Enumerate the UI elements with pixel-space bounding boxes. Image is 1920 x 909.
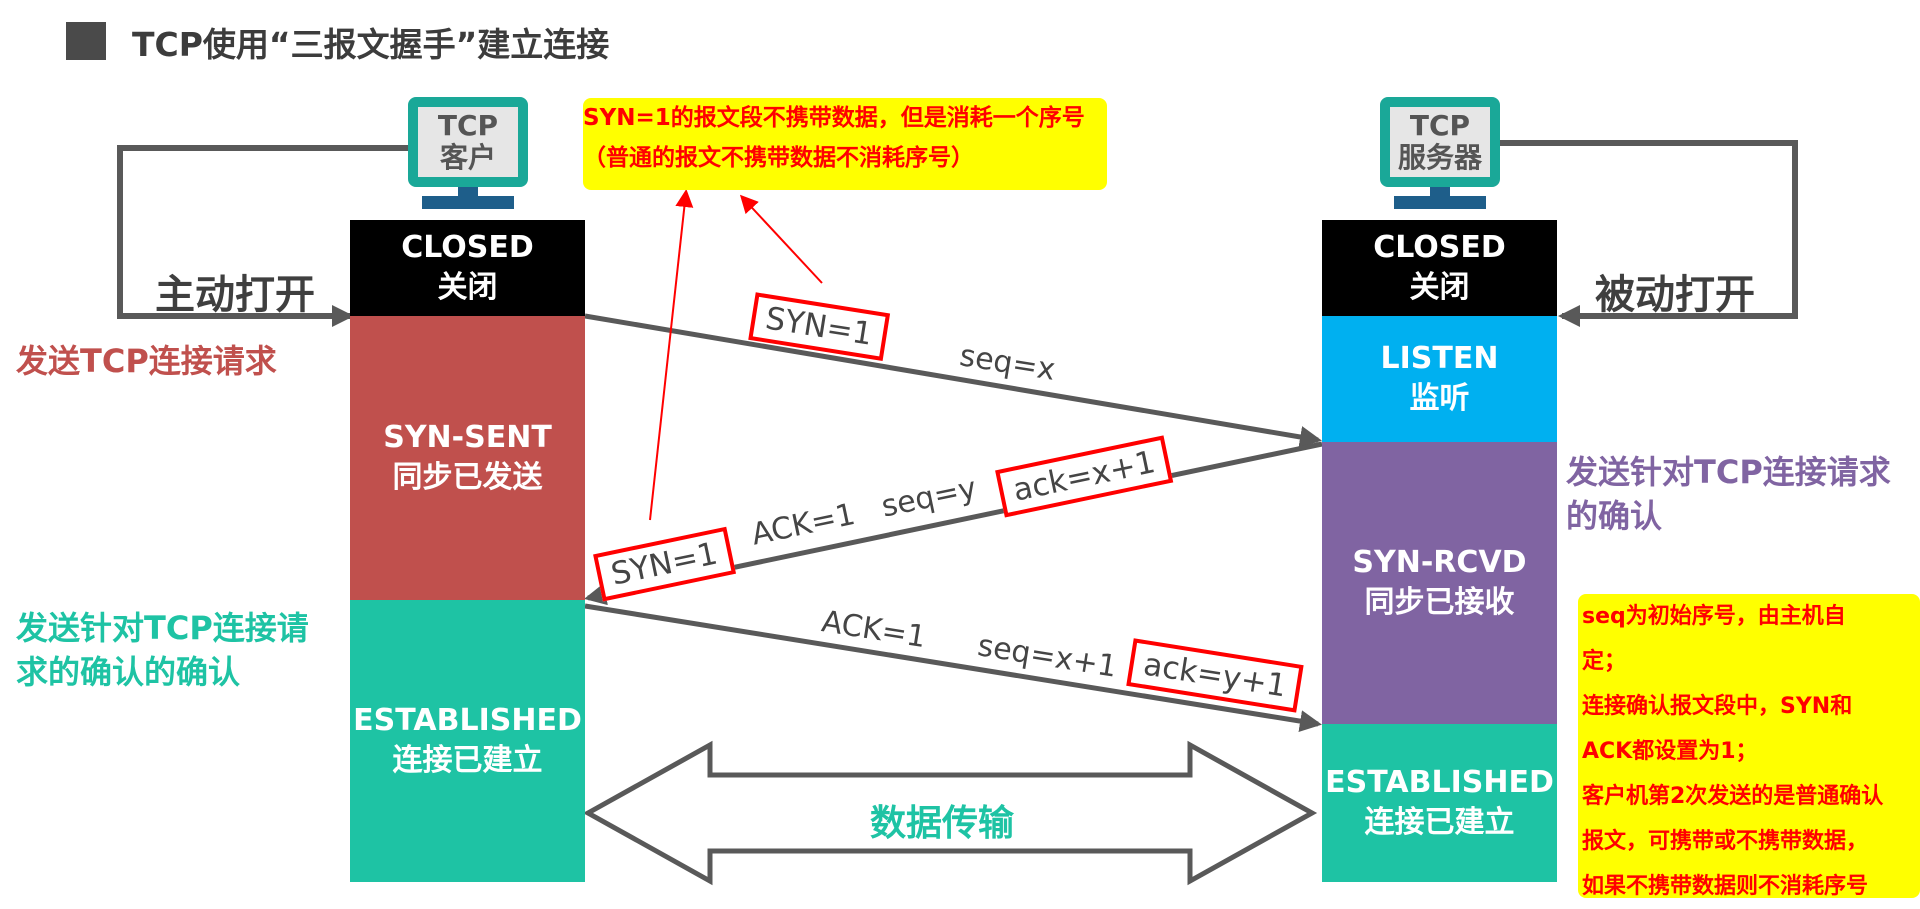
server-open-label: 被动打开 — [1595, 272, 1755, 318]
title-square-icon — [66, 22, 106, 60]
note-line: 连接确认报文段中，SYN和 — [1582, 694, 1853, 719]
note-line: 客户机第2次发送的是普通确认 — [1582, 784, 1884, 809]
server-state-closed: CLOSED 关闭 — [1322, 220, 1557, 316]
seq-explanation-note: seq为初始序号，由主机自 定； 连接确认报文段中，SYN和 ACK都设置为1；… — [1578, 594, 1920, 899]
client-monitor-line-2: 客户 — [439, 141, 496, 174]
note-line: seq为初始序号，由主机自 — [1582, 604, 1846, 629]
note-line: 发送针对TCP连接请求 — [1566, 453, 1891, 491]
msg1-arrow — [584, 313, 1322, 448]
state-label: SYN-SENT — [383, 419, 552, 455]
state-label: ESTABLISHED — [353, 702, 582, 738]
state-label-cn: 连接已建立 — [392, 743, 543, 778]
client-send-note: 发送TCP连接请求 — [16, 342, 277, 380]
note-line: 报文，可携带或不携带数据， — [1582, 829, 1869, 854]
server-monitor-line-2: 服务器 — [1397, 141, 1482, 174]
client-state-established: ESTABLISHED 连接已建立 — [350, 600, 585, 882]
note-line: 的确认 — [1566, 497, 1663, 535]
client-open-label: 主动打开 — [155, 272, 315, 318]
server-monitor-icon: TCP 服务器 — [1380, 97, 1500, 209]
double-arrow-icon — [582, 740, 1318, 886]
state-label-cn: 关闭 — [437, 270, 498, 305]
note-line: 如果不携带数据则不消耗序号 — [1582, 874, 1869, 899]
client-ack-ack-note: 发送针对TCP连接请 求的确认的确认 — [16, 606, 309, 694]
state-label: ESTABLISHED — [1325, 764, 1554, 800]
state-label-cn: 同步已接收 — [1364, 585, 1515, 620]
state-label: LISTEN — [1380, 340, 1499, 376]
server-ack-note: 发送针对TCP连接请求 的确认 — [1566, 450, 1891, 538]
client-state-closed: CLOSED 关闭 — [350, 220, 585, 316]
state-label: CLOSED — [401, 229, 534, 265]
syn-consumes-seq-note: SYN=1的报文段不携带数据，但是消耗一个序号 （普通的报文不携带数据不消耗序号… — [583, 98, 1107, 190]
callout-arrow-1 — [739, 194, 823, 284]
server-monitor-line-1: TCP — [1409, 109, 1471, 142]
server-open-loop — [1500, 140, 1798, 327]
server-state-listen: LISTEN 监听 — [1322, 316, 1557, 442]
state-label-cn: 关闭 — [1409, 270, 1470, 305]
note-line: 发送针对TCP连接请 — [16, 609, 309, 647]
client-open-loop — [117, 145, 408, 327]
note-line: ACK都设置为1； — [1582, 739, 1758, 764]
callout-arrow-2 — [649, 189, 694, 521]
note-line: （普通的报文不携带数据不消耗序号） — [583, 145, 974, 171]
client-state-syn-sent: SYN-SENT 同步已发送 — [350, 316, 585, 600]
page-title: TCP使用“三报文握手”建立连接 — [132, 25, 610, 64]
state-label-cn: 连接已建立 — [1364, 805, 1515, 840]
client-monitor-line-1: TCP — [437, 109, 499, 142]
state-label-cn: 监听 — [1409, 381, 1470, 416]
data-transfer-label: 数据传输 — [870, 803, 1015, 844]
note-line: SYN=1的报文段不携带数据，但是消耗一个序号 — [583, 105, 1085, 131]
state-label-cn: 同步已发送 — [392, 460, 543, 495]
note-line: 定； — [1582, 649, 1627, 674]
msg3-arrow — [584, 603, 1322, 732]
note-line: 求的确认的确认 — [16, 653, 241, 691]
client-monitor-icon: TCP 客户 — [408, 97, 528, 209]
server-state-syn-rcvd: SYN-RCVD 同步已接收 — [1322, 442, 1557, 724]
state-label: SYN-RCVD — [1352, 544, 1527, 580]
state-label: CLOSED — [1373, 229, 1506, 265]
server-state-established: ESTABLISHED 连接已建立 — [1322, 724, 1557, 882]
